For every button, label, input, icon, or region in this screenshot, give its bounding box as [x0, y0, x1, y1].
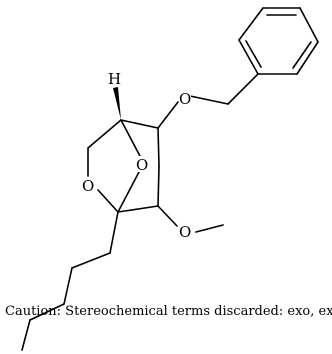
benzene-ring	[238, 7, 319, 75]
bond	[157, 127, 160, 167]
bond	[63, 267, 73, 305]
bond	[157, 205, 178, 227]
atom-label-h: H	[108, 70, 121, 88]
bond	[238, 7, 264, 41]
bond	[29, 303, 65, 321]
bond	[296, 41, 319, 75]
bond	[195, 224, 224, 233]
bond	[157, 165, 160, 207]
bond	[109, 211, 119, 254]
bond	[21, 319, 31, 351]
double-bond-inner	[292, 41, 312, 69]
bond	[71, 252, 111, 269]
bond	[120, 119, 159, 129]
stereo-caption: Caution: Stereochemical terms discarded:…	[5, 304, 332, 319]
bond	[189, 95, 229, 105]
stereo-wedge	[113, 87, 121, 120]
bond	[97, 189, 119, 213]
bond	[117, 171, 140, 213]
bond	[117, 205, 159, 213]
bond	[227, 73, 259, 105]
atom-label-o-benzyloxy: O	[179, 90, 191, 108]
atom-label-o-methoxy: O	[179, 223, 191, 241]
atom-label-o-ring: O	[82, 177, 94, 195]
bond	[238, 39, 259, 75]
bond	[157, 101, 179, 129]
double-bond-inner	[245, 40, 262, 68]
bond	[120, 119, 142, 159]
bond	[299, 7, 319, 43]
bond	[87, 119, 122, 149]
atom-label-o-bridge: O	[136, 156, 148, 174]
